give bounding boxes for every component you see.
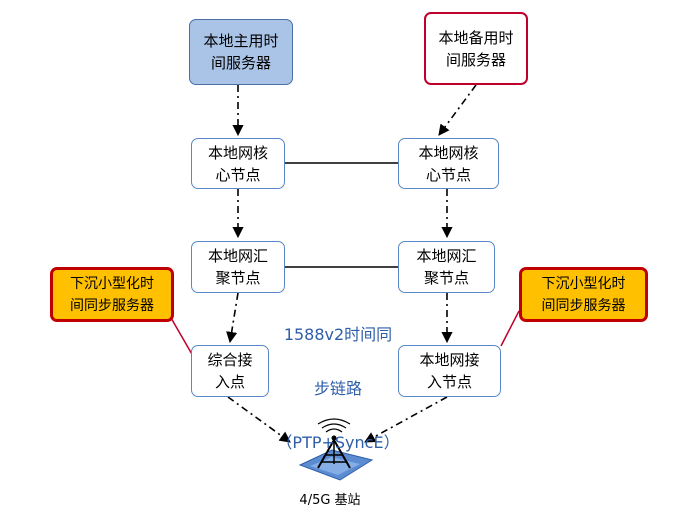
core-node-left: 本地网核 心节点 [191, 138, 285, 189]
sync-link-label: 1588v2时间同 步链路 （PTP+SyncE） [248, 294, 428, 483]
mini-right-link [500, 310, 520, 347]
primary-time-server: 本地主用时 间服务器 [189, 19, 293, 85]
access-point-left: 综合接 入点 [191, 345, 269, 397]
sync-link-label-line1: 1588v2时间同 [283, 325, 393, 344]
arrow-access-right-to-station [364, 396, 448, 443]
cell-tower-icon [298, 418, 374, 481]
arrow-access-left-to-station [227, 396, 291, 443]
backup-time-server: 本地备用时 间服务器 [424, 12, 528, 85]
core-node-right: 本地网核 心节点 [398, 138, 499, 189]
mini-sync-server-left: 下沉小型化时 间同步服务器 [50, 267, 174, 322]
aggregation-node-right: 本地网汇 聚节点 [398, 241, 495, 293]
access-node-right: 本地网接 入节点 [398, 345, 501, 397]
sync-link-label-line3: （PTP+SyncE） [276, 433, 400, 452]
sync-link-label-line2: 步链路 [313, 379, 362, 398]
arrow-backup-to-core [438, 84, 477, 136]
arrow-agg-to-access-left [226, 292, 239, 344]
aggregation-node-left: 本地网汇 聚节点 [191, 241, 285, 293]
mini-sync-server-right: 下沉小型化时 间同步服务器 [519, 267, 648, 322]
base-station-label: 4/5G 基站 [299, 493, 361, 508]
